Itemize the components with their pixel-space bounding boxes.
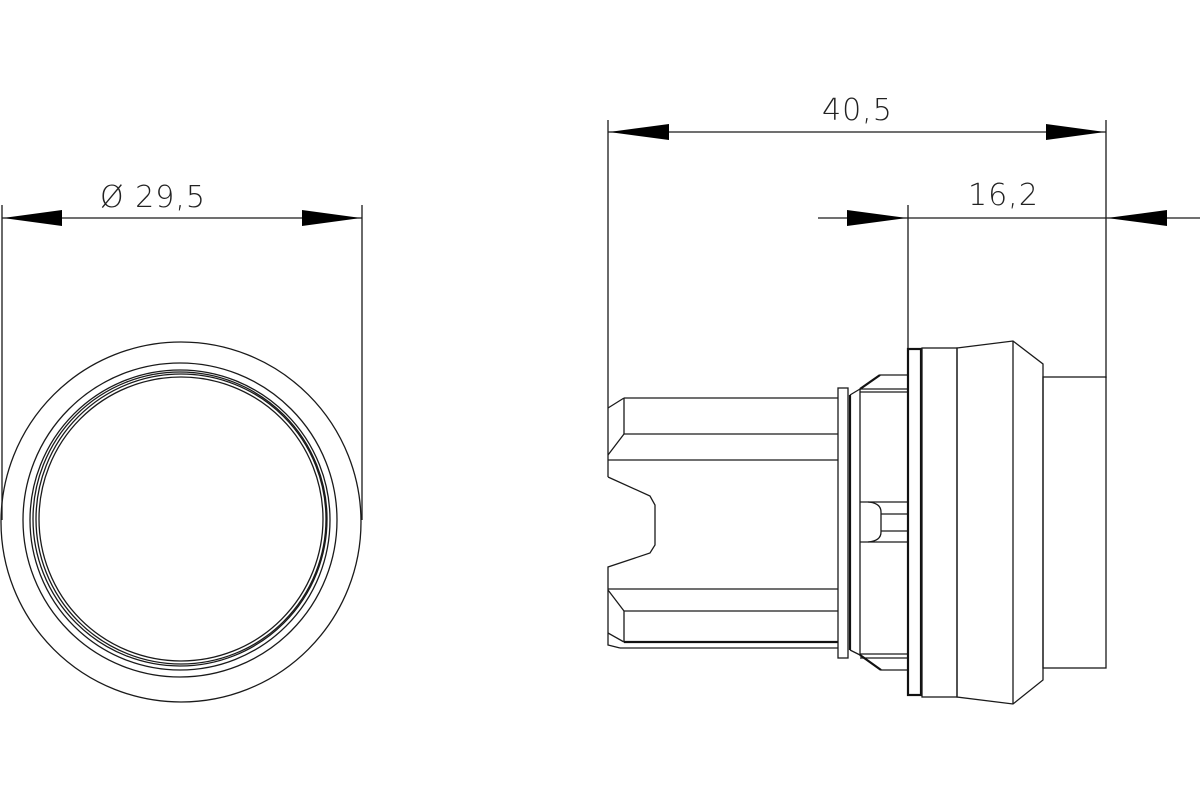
key-slot bbox=[867, 501, 882, 543]
ring-circle-3 bbox=[35, 373, 327, 665]
flange-ring bbox=[837, 387, 849, 659]
front-length-dimension: 16,2 bbox=[818, 178, 1200, 350]
threaded-section bbox=[859, 374, 908, 671]
button-face-circle bbox=[38, 376, 324, 662]
flange bbox=[837, 387, 861, 659]
overall-length-dimension: 40,5 bbox=[607, 93, 1107, 477]
rear-housing bbox=[607, 397, 838, 649]
arrowhead-left-icon bbox=[847, 210, 907, 226]
bezel-body bbox=[956, 340, 1044, 705]
bezel-inner-circle bbox=[22, 362, 338, 678]
ring-circle-1 bbox=[29, 369, 331, 671]
front-view: Ø 29,5 bbox=[0, 180, 363, 703]
arrowhead-right-icon bbox=[1046, 124, 1105, 140]
arrowhead-right-icon bbox=[302, 210, 361, 226]
ring-circle-2 bbox=[32, 371, 328, 667]
diameter-label: Ø 29,5 bbox=[100, 180, 206, 215]
arrowhead-left-icon bbox=[609, 124, 669, 140]
arrowhead-left-icon bbox=[3, 210, 62, 226]
housing-notch-profile bbox=[607, 476, 656, 649]
side-view: 40,5 16,2 bbox=[607, 93, 1200, 705]
overall-length-label: 40,5 bbox=[822, 93, 893, 128]
diameter-dimension: Ø 29,5 bbox=[1, 180, 363, 520]
front-length-label: 16,2 bbox=[968, 178, 1039, 213]
outer-bezel-circle bbox=[0, 341, 362, 703]
front-circles bbox=[0, 341, 362, 703]
gasket-ring bbox=[906, 347, 923, 697]
front-bezel bbox=[906, 340, 1107, 705]
ring-nut bbox=[921, 347, 958, 698]
arrowhead-right-icon bbox=[1107, 210, 1167, 226]
push-button-cap bbox=[1042, 376, 1107, 669]
